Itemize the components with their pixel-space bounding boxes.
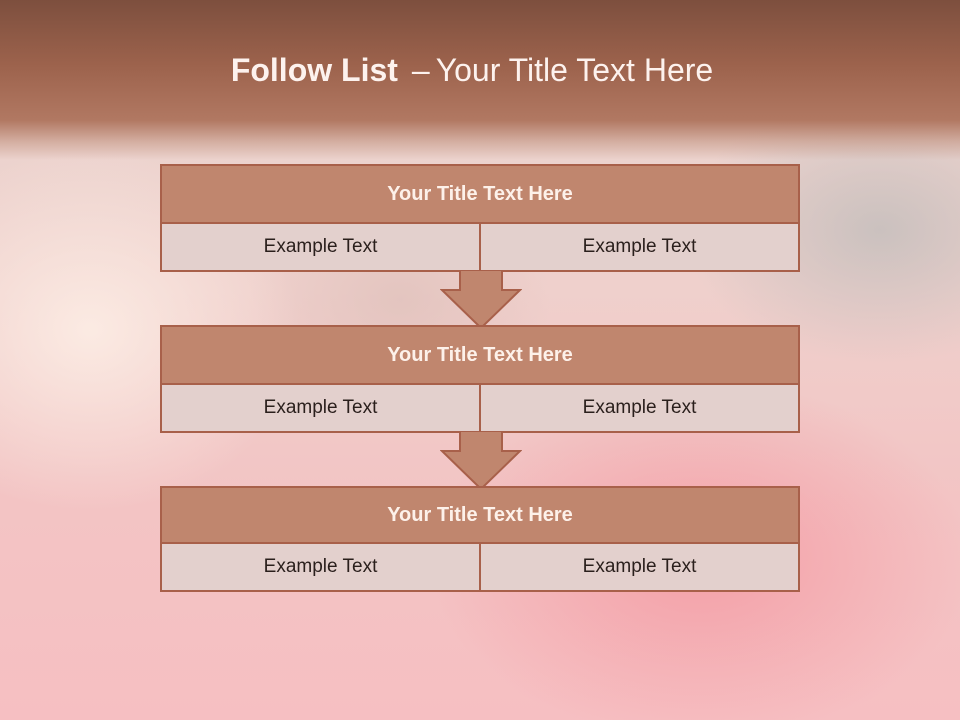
- block-cell-right: Example Text: [479, 544, 798, 590]
- slide-title-separator: –: [411, 52, 430, 88]
- block-cell-right: Example Text: [479, 385, 798, 431]
- header-band: [0, 0, 960, 160]
- slide-title-bold: Follow List: [230, 52, 398, 88]
- block-cell-left: Example Text: [162, 544, 479, 590]
- block-cell-left: Example Text: [162, 385, 479, 431]
- block-cell-right: Example Text: [479, 224, 798, 270]
- slide-title: Follow List–Your Title Text Here: [0, 52, 944, 89]
- block-row: Example Text Example Text: [162, 224, 798, 270]
- block-row: Example Text Example Text: [162, 544, 798, 590]
- block-row: Example Text Example Text: [162, 385, 798, 431]
- down-arrow-icon: [440, 270, 522, 330]
- block-title: Your Title Text Here: [162, 327, 798, 385]
- slide-title-text: Your Title Text Here: [435, 52, 714, 88]
- down-arrow-icon: [440, 431, 522, 491]
- block-cell-left: Example Text: [162, 224, 479, 270]
- list-block-3: Your Title Text Here Example Text Exampl…: [160, 486, 800, 592]
- block-title: Your Title Text Here: [162, 488, 798, 544]
- list-block-1: Your Title Text Here Example Text Exampl…: [160, 164, 800, 272]
- block-title: Your Title Text Here: [162, 166, 798, 224]
- list-block-2: Your Title Text Here Example Text Exampl…: [160, 325, 800, 433]
